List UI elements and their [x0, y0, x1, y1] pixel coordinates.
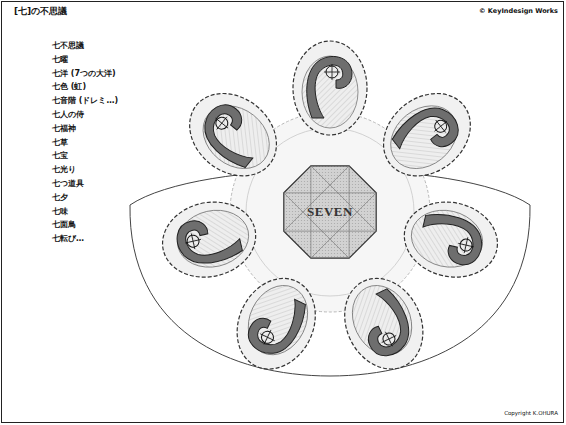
list-item: 七転び…	[52, 234, 84, 243]
star-line	[284, 166, 349, 231]
list-item: 七夕	[52, 193, 68, 202]
list-item: 七曜	[52, 55, 68, 64]
list-item: 七草	[52, 138, 68, 147]
octagon-shape	[284, 166, 376, 258]
star-line	[284, 193, 349, 258]
list-item: 七音階 (ドレミ…)	[52, 96, 118, 105]
star-line	[311, 193, 376, 258]
credit-note: Copyright K.OHURA	[504, 410, 558, 416]
list-item: 七色 (虹)	[52, 82, 86, 91]
title: [七]の不思議	[14, 6, 67, 16]
center-octagon	[284, 166, 376, 258]
center-node: SEVEN	[307, 204, 353, 220]
star-line	[284, 231, 376, 232]
list-item: 七面鳥	[52, 220, 76, 229]
list-item: 七不思議	[52, 41, 84, 50]
node-text: SEVEN	[307, 204, 353, 220]
list-item: 七味	[52, 207, 68, 216]
petals	[155, 41, 505, 382]
star-line	[284, 192, 376, 193]
list-item: 七洋 (7つの大洋)	[52, 69, 116, 78]
list-item: 七福神	[52, 124, 76, 133]
credit-note: © KeyIndesign Works	[479, 8, 558, 15]
list-item: 七宝	[52, 151, 68, 160]
list-item: 七つ道具	[52, 179, 84, 188]
list-item: 七光り	[52, 165, 76, 174]
star-line	[311, 166, 376, 231]
list-item: 七人の侍	[52, 110, 84, 119]
